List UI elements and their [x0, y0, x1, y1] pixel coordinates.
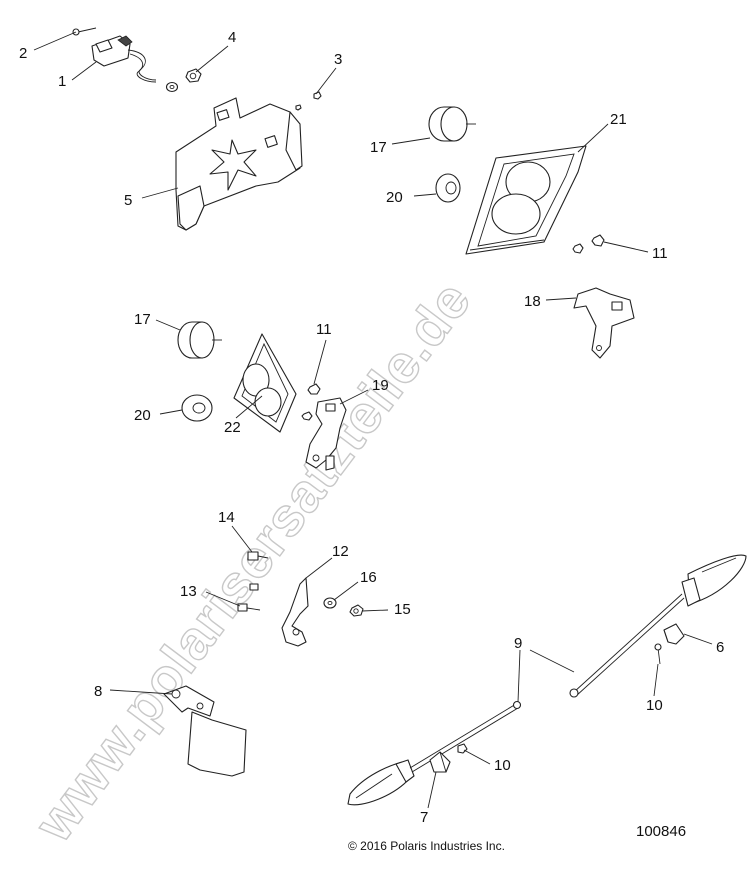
callout-10: 10 [646, 697, 663, 714]
part-nut-washer-4 [165, 68, 202, 93]
callout-4: 4 [228, 29, 236, 46]
callout-9: 9 [514, 635, 522, 652]
part-washer-16 [323, 597, 337, 609]
part-screw-2 [72, 27, 97, 36]
copyright-notice: © 2016 Polaris Industries Inc. [348, 839, 505, 853]
part-screw-10-upper [654, 643, 662, 665]
part-bulb-7 [429, 751, 451, 773]
part-reflector-lower [181, 394, 213, 422]
callout-22: 22 [224, 419, 241, 436]
callout-labels: 1 2 3 4 5 17 20 21 11 18 17 11 19 20 22 … [19, 29, 724, 826]
part-plate-mount [163, 685, 247, 777]
callout-13: 13 [180, 583, 197, 600]
part-bulb-canister-lower [177, 321, 222, 359]
part-bracket-12 [281, 577, 309, 647]
part-nut-15 [349, 604, 364, 617]
callout-11: 11 [316, 321, 332, 338]
callout-19: 19 [372, 377, 389, 394]
part-reflector-upper [435, 173, 461, 203]
part-bracket-lower [305, 397, 347, 471]
callout-11: 11 [652, 245, 668, 262]
callout-8: 8 [94, 683, 102, 700]
part-nuts-11-upper [572, 234, 605, 254]
part-mounting-plate [175, 97, 303, 231]
callout-18: 18 [524, 293, 541, 310]
callout-2: 2 [19, 45, 27, 62]
part-lamp-housing-upper [465, 145, 587, 255]
part-turn-signal-upper [569, 554, 747, 698]
callout-1: 1 [58, 73, 66, 90]
callout-10: 10 [494, 757, 511, 774]
callout-14: 14 [218, 509, 235, 526]
part-bulb-canister-upper [428, 106, 476, 142]
callout-20: 20 [386, 189, 403, 206]
part-nut-3 [295, 91, 322, 111]
callout-7: 7 [420, 809, 428, 826]
callout-20: 20 [134, 407, 151, 424]
callout-17: 17 [134, 311, 151, 328]
callout-5: 5 [124, 192, 132, 209]
leader-lines [33, 31, 713, 809]
callout-6: 6 [716, 639, 724, 656]
callout-17: 17 [370, 139, 387, 156]
callout-3: 3 [334, 51, 342, 68]
part-bolt-13 [237, 583, 261, 612]
part-bulb-6 [663, 623, 685, 645]
figure-number: 100846 [636, 823, 686, 840]
callout-12: 12 [332, 543, 349, 560]
part-turn-signal-lower [347, 700, 522, 806]
part-license-lamp [91, 35, 157, 83]
callout-16: 16 [360, 569, 377, 586]
part-nuts-11-lower [301, 383, 321, 421]
callout-21: 21 [610, 111, 627, 128]
part-screw-10-lower [457, 743, 468, 754]
part-lamp-housing-lower [233, 333, 297, 433]
part-bolt-14 [247, 551, 269, 561]
callout-15: 15 [394, 601, 411, 618]
part-bracket-upper [573, 287, 635, 359]
